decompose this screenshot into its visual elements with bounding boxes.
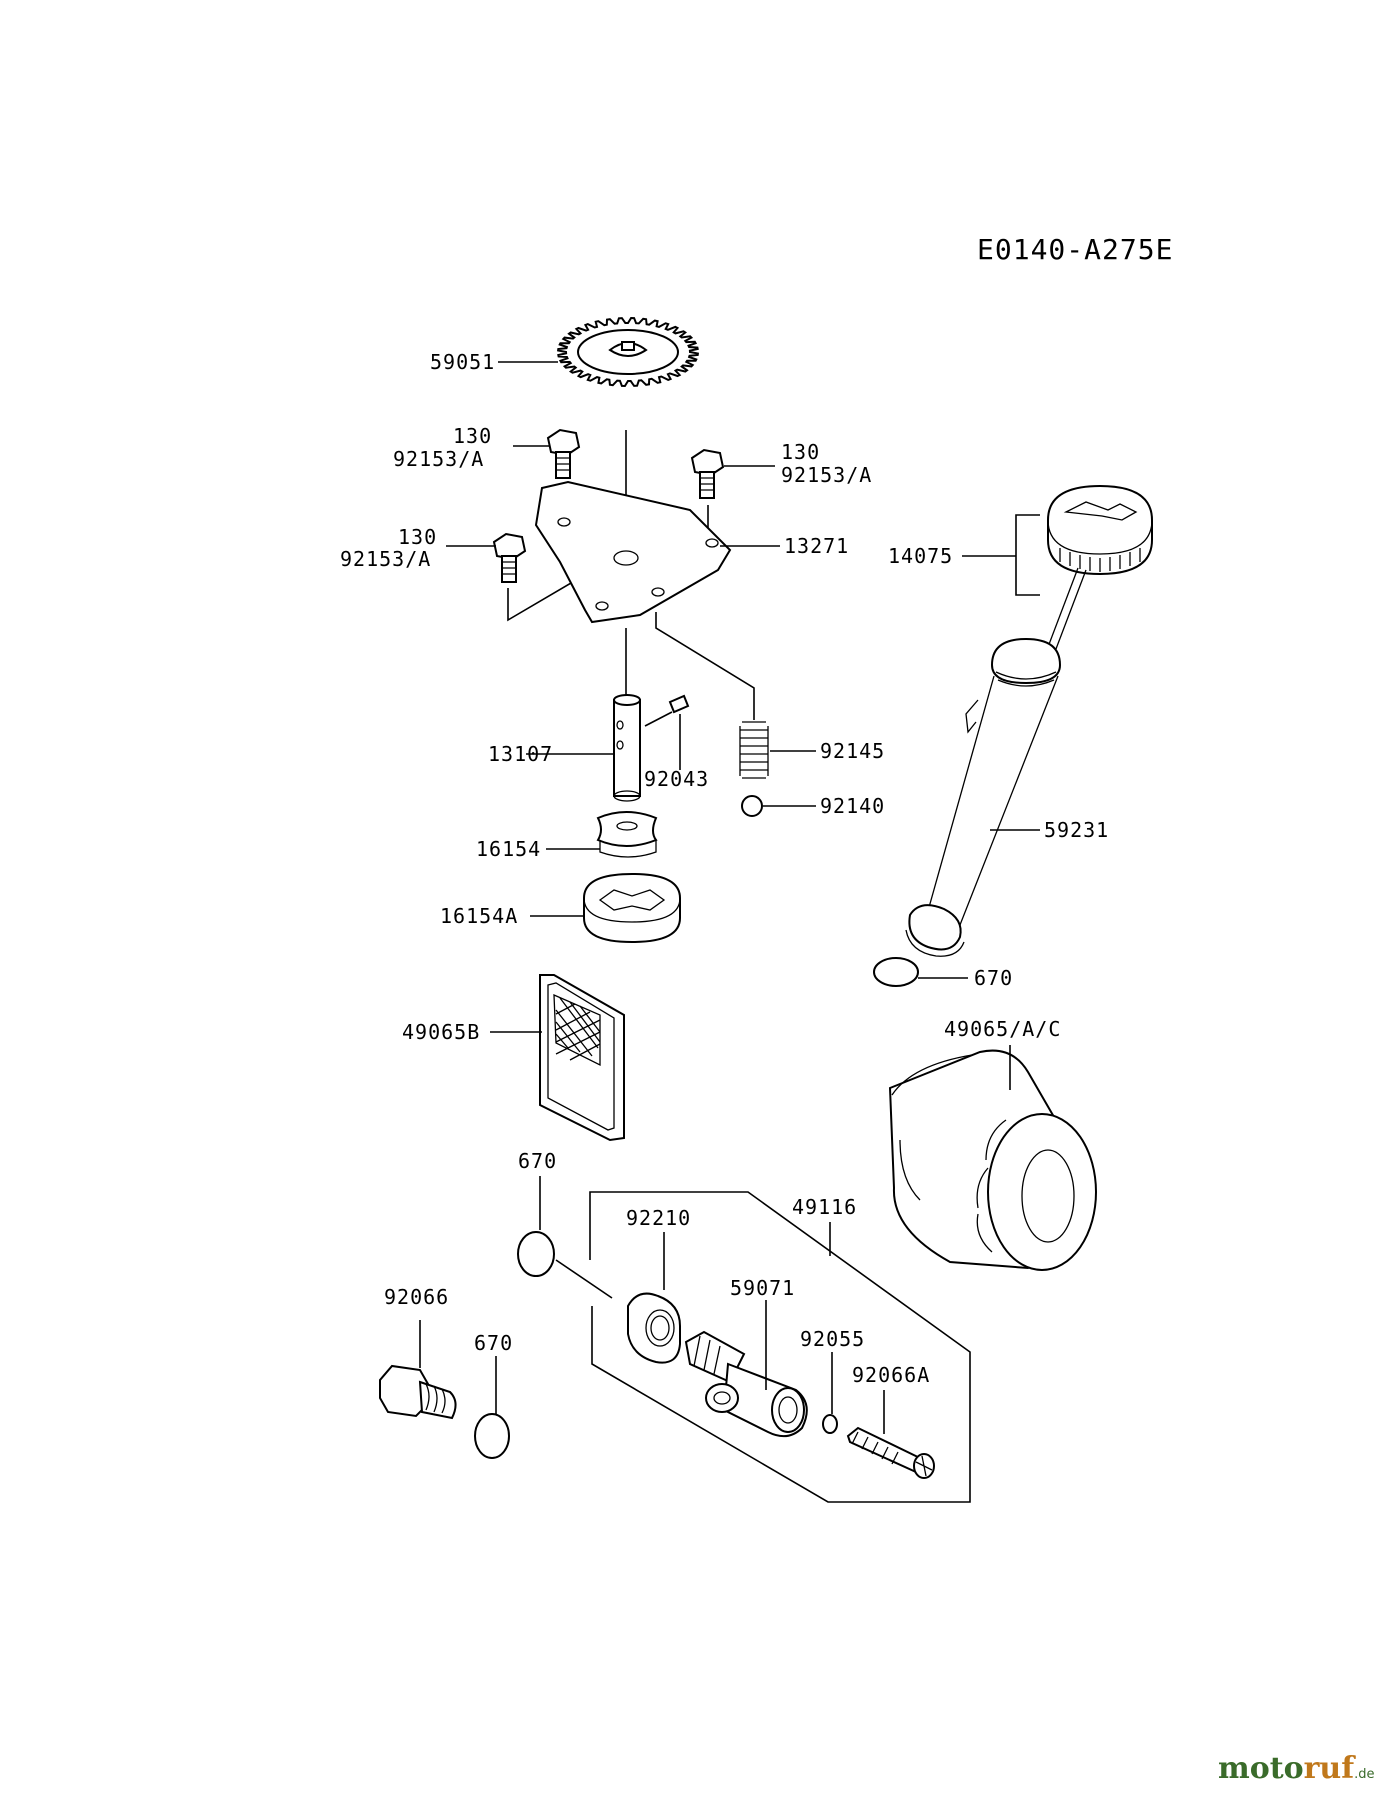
screen-part [539,974,625,1142]
fitting-part [684,1330,808,1438]
watermark-part-3: .de [1354,1767,1374,1782]
watermark-part-2: ruf [1304,1751,1357,1786]
bolt-b-part [690,448,725,499]
nut-part [627,1292,681,1364]
inner-rotor-part [596,811,658,858]
label-oring-lower: 670 [474,1331,513,1355]
tube-oring-part [873,957,919,987]
label-plate: 13271 [784,534,849,558]
label-fitting-assy: 49116 [792,1195,857,1219]
drain-plug-part [379,1364,457,1420]
label-small-plug: 92066A [852,1363,930,1387]
label-bolt-a-top: 130 [453,424,492,448]
watermark-part-1: moto [1218,1751,1304,1786]
shaft-part [613,694,641,802]
label-ball: 92140 [820,794,885,818]
outer-rotor-part [583,872,681,944]
label-inner-rotor: 16154 [476,837,541,861]
bolt-c-part [492,532,527,583]
label-small-oring: 92055 [800,1327,865,1351]
plate-part [534,480,732,624]
label-nut: 92210 [626,1206,691,1230]
oring-lower-part [474,1413,510,1459]
label-bolt-b-top: 130 [781,440,820,464]
label-bolt-c-top: 130 [398,525,437,549]
label-oil-filter: 49065/A/C [944,1017,1061,1041]
label-fitting: 59071 [730,1276,795,1300]
label-tube-oring: 670 [974,966,1013,990]
label-spring: 92145 [820,739,885,763]
label-tube: 59231 [1044,818,1109,842]
svg-text:motoruf.de: motoruf.de [1218,1751,1375,1786]
label-bolt-c-bottom: 92153/A [340,547,431,571]
label-outer-rotor: 16154A [440,904,518,928]
oring-upper-part [517,1231,555,1277]
pin-part [668,694,690,714]
label-oring-upper: 670 [518,1149,557,1173]
ball-part [741,795,763,817]
dipstick-part [1039,484,1153,671]
label-pin: 92043 [644,767,709,791]
watermark-logo: motoruf.de [1218,1751,1375,1786]
oil-filter-part [888,1049,1097,1271]
tube-part [905,637,1062,957]
small-plug-part [846,1426,935,1479]
label-dipstick: 14075 [888,544,953,568]
small-oring-part [822,1414,838,1434]
gear-part [556,316,700,388]
label-screen: 49065B [402,1020,480,1044]
spring-part [739,721,769,779]
label-bolt-a-bottom: 92153/A [393,447,484,471]
bolt-a-part [546,428,581,479]
label-bolt-b-bottom: 92153/A [781,463,872,487]
label-drain-plug: 92066 [384,1285,449,1309]
label-shaft: 13107 [488,742,553,766]
label-gear: 59051 [430,350,495,374]
diagram-code: E0140-A275E [977,233,1173,266]
